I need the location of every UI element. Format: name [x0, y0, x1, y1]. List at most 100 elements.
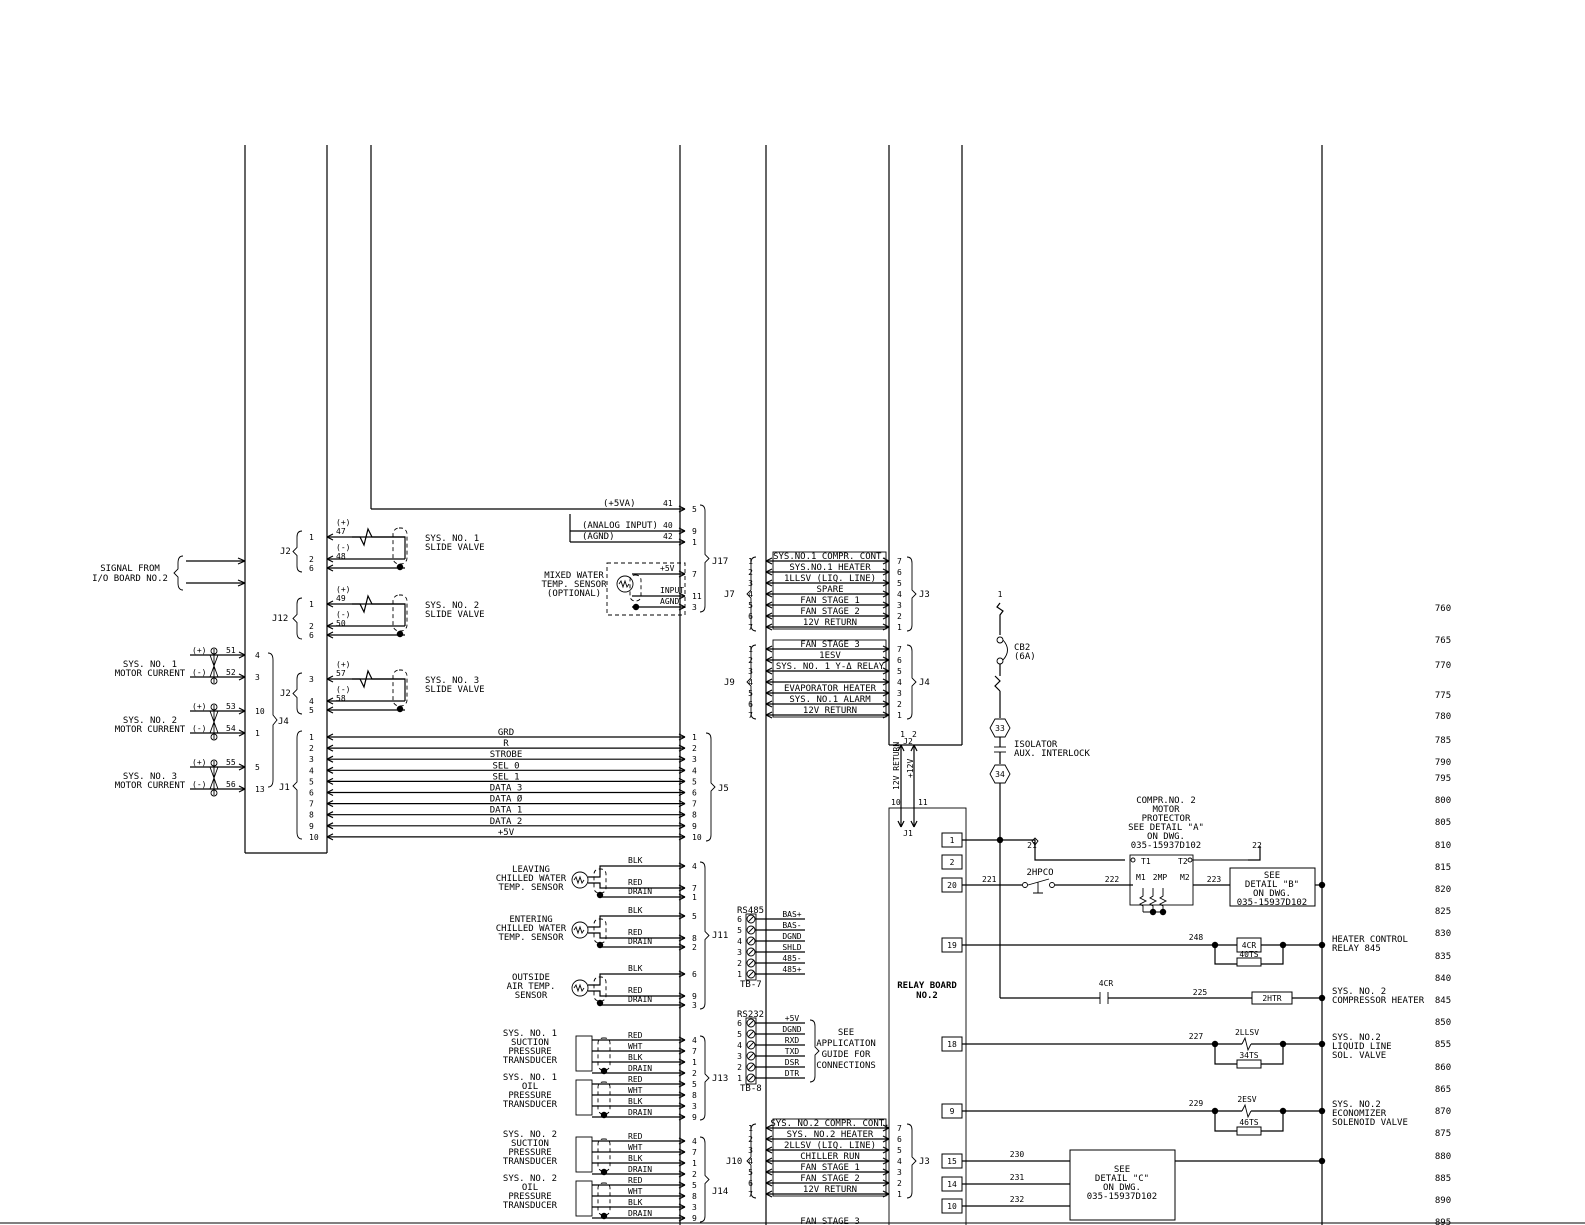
pin-number: 3	[897, 689, 902, 698]
polarity-neg: (-)	[336, 610, 350, 619]
protector-title: ON DWG.	[1147, 832, 1185, 842]
line-number: 835	[1435, 952, 1451, 962]
wire-color-label: RED	[628, 1031, 643, 1040]
wire-number: 49	[336, 594, 346, 603]
transducer-label: TRANSDUCER	[503, 1201, 558, 1211]
arrow-left	[765, 1168, 773, 1176]
sensor-wire	[588, 932, 685, 939]
pin-number: 7	[748, 711, 753, 720]
protector-title: 035-15937D102	[1131, 841, 1201, 851]
wire-color-label: RED	[628, 878, 643, 887]
rs485-title: RS485	[737, 906, 764, 916]
detail-b-box	[1229, 867, 1316, 907]
power-wire	[1214, 1044, 1284, 1065]
arrow-right	[678, 1047, 686, 1055]
arrow-left	[765, 612, 773, 620]
circuit-breaker-label: CB2	[1014, 643, 1030, 653]
pin-number: 1	[897, 623, 902, 632]
pin-number: 6	[897, 568, 902, 577]
thermal-switch-40ts	[1236, 957, 1262, 967]
polarity-pos: (+)	[336, 660, 350, 669]
protector-title: SEE DETAIL "A"	[1128, 823, 1204, 833]
arrow-right	[678, 1091, 686, 1099]
polarity-neg: (-)	[192, 724, 206, 733]
thermistor-symbol	[573, 875, 585, 885]
arrow-left	[765, 601, 773, 609]
relay-output-label: 2LLSV (LIQ. LINE)	[784, 1141, 876, 1151]
temp-sensor-label: TEMP. SENSOR	[498, 933, 564, 943]
pin-number: 6	[309, 631, 314, 640]
j2-right-pin-1: 1	[900, 730, 905, 739]
protector-t1: T1	[1141, 857, 1151, 866]
relay-output-label: SPARE	[816, 585, 843, 595]
junction-dot	[1318, 994, 1326, 1002]
arrow-left	[765, 678, 773, 686]
pin-number: 5	[692, 777, 697, 786]
thermal-switch-label: 34TS	[1239, 1051, 1258, 1060]
slide-valve-connector: J12	[272, 614, 288, 624]
arrow-right	[238, 763, 246, 771]
line-number: 850	[1435, 1018, 1451, 1028]
arrow-right	[238, 673, 246, 681]
pin-number: 2	[692, 943, 697, 952]
pin-number: 5	[897, 579, 902, 588]
ct-loop-icon	[210, 759, 218, 767]
wire-color-label: RED	[628, 928, 643, 937]
application-guide-note: GUIDE FOR	[822, 1050, 871, 1060]
relay-output-label: FAN STAGE 1	[800, 1163, 860, 1173]
arrow-left	[765, 711, 773, 719]
slide-valve-label: SLIDE VALVE	[425, 685, 485, 695]
polarity-neg: (-)	[192, 668, 206, 677]
line-number: 775	[1435, 691, 1451, 701]
pin-number: 8	[692, 1192, 697, 1201]
line-number: 890	[1435, 1196, 1451, 1206]
j1-right-label: J1	[903, 829, 913, 838]
arrow-right	[678, 1102, 686, 1110]
ct-loop-icon	[210, 789, 218, 797]
arrow-right	[678, 1137, 686, 1145]
arrow-right	[678, 943, 686, 951]
terminal-pin-number: 6	[737, 1019, 742, 1028]
arrow-right	[678, 538, 686, 546]
relay-output-label: SYS. NO.2 HEATER	[787, 1130, 874, 1140]
thermal-switch-label: 46TS	[1239, 1118, 1258, 1127]
line-number: 895	[1435, 1218, 1451, 1225]
pin-number: 2	[897, 612, 902, 621]
screw-slot	[747, 1052, 755, 1060]
arrow-left	[765, 568, 773, 576]
wire-color-label: BLK	[628, 964, 643, 973]
connector-brace	[906, 644, 917, 720]
j17-row-label: (+5VA)	[603, 499, 636, 509]
wire-tag-34-icon	[989, 764, 1011, 784]
arrow-right	[238, 729, 246, 737]
shield-icon	[597, 1081, 611, 1115]
isolator-label: AUX. INTERLOCK	[1014, 749, 1090, 759]
mixed-water-label: MIXED WATER	[544, 571, 604, 581]
terminal-pin-number: 1	[737, 1074, 742, 1083]
thermal-switch	[1236, 1126, 1262, 1136]
pin-number: 3	[748, 667, 753, 676]
pin-number: 5	[748, 689, 753, 698]
pin-number: 9	[692, 992, 697, 1001]
junction-dot	[396, 705, 404, 713]
thermal-switch-40ts-label: 40TS	[1239, 950, 1258, 959]
terminal-label: RXD	[785, 1036, 800, 1045]
pin-number: 1	[309, 600, 314, 609]
line-number: 780	[1435, 712, 1451, 722]
j2-right-pin-2: 2	[912, 730, 917, 739]
temp-sensor-label: LEAVING	[512, 865, 550, 875]
arrow-right	[678, 1080, 686, 1088]
pin-number: 1	[692, 1058, 697, 1067]
line-number-column: 7607657707757807857907958008058108158208…	[1435, 604, 1451, 1225]
breaker-contact-icon	[996, 657, 1004, 665]
conn-j14-label: J14	[712, 1187, 728, 1197]
wire-number: 48	[336, 552, 346, 561]
protector-feed	[1000, 839, 1125, 861]
arrow-right	[678, 800, 686, 808]
arrow-left	[765, 590, 773, 598]
pin-number: 6	[309, 789, 314, 798]
shield-icon	[597, 1138, 611, 1172]
relay-output-label: FAN STAGE 1	[800, 596, 860, 606]
